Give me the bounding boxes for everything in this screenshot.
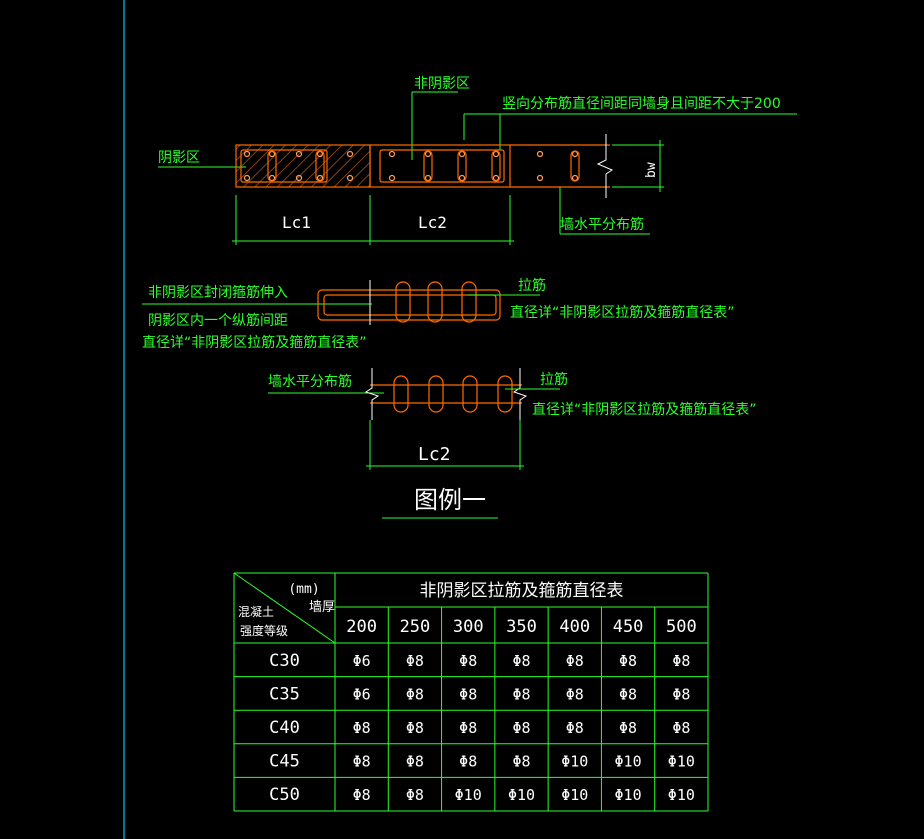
table-cell: Φ8: [672, 719, 690, 737]
table-cell: Φ10: [668, 786, 695, 804]
table-column-header: 250: [400, 617, 431, 637]
break-line: [596, 134, 614, 198]
table-row-grade: C45: [269, 752, 300, 772]
label-tie-bar-2: 拉筋: [540, 371, 568, 388]
label-stirrup-extend-2: 阴影区内一个纵筋间距: [148, 312, 288, 329]
table-cell: Φ8: [619, 685, 637, 703]
leader-non-shadow-zone: [411, 91, 458, 160]
table-row-grade: C50: [269, 785, 300, 805]
dimension-bw: [612, 140, 664, 192]
label-vertical-rebar-note: 竖向分布筋直径间距同墙身且间距不大于200: [502, 95, 781, 112]
label-lc2-bottom: Lc2: [418, 444, 451, 465]
table-cell: Φ8: [406, 786, 424, 804]
label-bw: bw: [644, 162, 659, 178]
detail-wall-horizontal: 墙水平分布筋 拉筋 直径详“非阴影区拉筋及箍筋直径表” Lc2: [268, 368, 757, 470]
wall-continuation: [510, 144, 610, 188]
table-header-diagonal: [233, 572, 336, 644]
table-row-grade: C40: [269, 718, 300, 738]
table-column-header: 200: [346, 617, 377, 637]
table-cell: Φ8: [353, 753, 371, 771]
leader-wall-horizontal-rebar: [559, 187, 650, 235]
table-cell: Φ8: [406, 753, 424, 771]
label-lc1: Lc1: [282, 213, 311, 232]
table-cell: Φ10: [615, 753, 642, 771]
table-cell: Φ8: [459, 652, 477, 670]
table-cell: Φ10: [615, 786, 642, 804]
table-header-concrete-2: 强度等级: [240, 623, 288, 638]
table-header-wall: 墙厚: [309, 600, 335, 615]
tie-bars-plan: [267, 150, 580, 182]
legend-title: 图例一: [414, 486, 486, 514]
table-title: 非阴影区拉筋及箍筋直径表: [420, 581, 624, 601]
table-column-header: 500: [666, 617, 697, 637]
table-header-concrete-1: 混凝土: [238, 604, 274, 619]
table-cell: Φ10: [561, 786, 588, 804]
table-cell: Φ8: [459, 753, 477, 771]
table-row-grade: C35: [269, 684, 300, 704]
table-cell: Φ8: [566, 719, 584, 737]
label-tie-bar-note-2: 直径详“非阴影区拉筋及箍筋直径表”: [532, 401, 757, 418]
table-cell: Φ8: [353, 786, 371, 804]
table-column-header: 400: [559, 617, 590, 637]
table-cell: Φ8: [512, 652, 530, 670]
table-cell: Φ8: [406, 652, 424, 670]
wall-horizontal-shape: [370, 375, 522, 413]
table-cell: Φ8: [672, 685, 690, 703]
table-row-grade: C30: [269, 651, 300, 671]
label-lc2: Lc2: [418, 213, 447, 232]
table-column-header: 350: [506, 617, 537, 637]
label-stirrup-extend-1: 非阴影区封闭箍筋伸入: [148, 284, 288, 301]
dimension-lc: [232, 195, 514, 245]
label-tie-bar-note: 直径详“非阴影区拉筋及箍筋直径表”: [510, 304, 735, 321]
stirrups: [240, 149, 505, 183]
label-shadow-zone: 阴影区: [158, 150, 200, 166]
leader-vertical-rebar: [463, 113, 797, 150]
break-lines-detail-2: [364, 368, 528, 420]
dimension-lc2-bottom: [366, 420, 524, 470]
table-cell: Φ8: [512, 753, 530, 771]
table-cell: Φ10: [561, 753, 588, 771]
table-cell: Φ10: [668, 753, 695, 771]
table-column-header: 450: [613, 617, 644, 637]
detail-closed-stirrup: 非阴影区封闭箍筋伸入 阴影区内一个纵筋间距 直径详“非阴影区拉筋及箍筋直径表” …: [142, 277, 735, 351]
table-cell: Φ8: [406, 685, 424, 703]
table-cell: Φ8: [353, 719, 371, 737]
table-cell: Φ8: [672, 652, 690, 670]
table-cell: Φ8: [459, 685, 477, 703]
table-cell: Φ8: [406, 719, 424, 737]
table-cell: Φ6: [353, 685, 371, 703]
table-cell: Φ6: [353, 652, 371, 670]
label-tie-bar: 拉筋: [518, 277, 546, 294]
table-cell: Φ8: [512, 719, 530, 737]
table-cell: Φ8: [512, 685, 530, 703]
table-cell: Φ10: [508, 786, 535, 804]
table-cell: Φ8: [566, 652, 584, 670]
table-column-header: 300: [453, 617, 484, 637]
label-wall-horizontal-rebar-2: 墙水平分布筋: [268, 373, 352, 390]
plan-view-top: 非阴影区 竖向分布筋直径间距同墙身且间距不大于200 阴影区: [158, 76, 797, 245]
table-cell: Φ8: [619, 719, 637, 737]
label-stirrup-extend-3: 直径详“非阴影区拉筋及箍筋直径表”: [142, 334, 367, 351]
table-cell: Φ8: [459, 719, 477, 737]
stirrup-detail-shape: [317, 281, 501, 323]
label-wall-horizontal-rebar: 墙水平分布筋: [560, 216, 644, 233]
label-non-shadow-zone: 非阴影区: [414, 76, 470, 92]
table-cell: Φ10: [455, 786, 482, 804]
table-header-unit: (mm): [288, 582, 319, 597]
non-shadow-zone-body: [369, 144, 511, 188]
table-cell: Φ8: [566, 685, 584, 703]
table-cell: Φ8: [619, 652, 637, 670]
